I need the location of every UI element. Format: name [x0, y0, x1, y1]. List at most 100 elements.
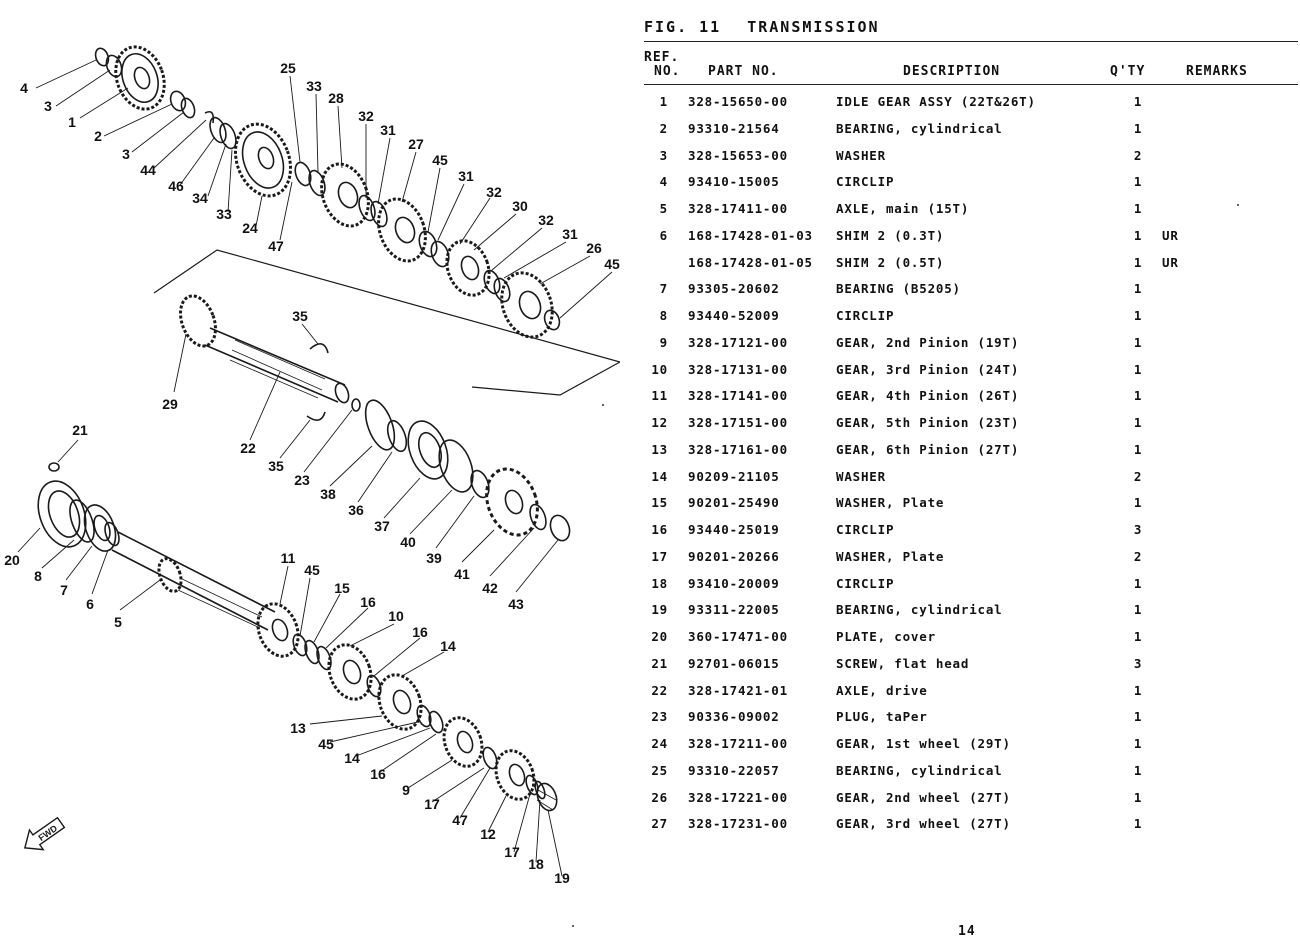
part-no-cell: 93310-21564	[688, 120, 780, 136]
qty-cell: 2	[1133, 147, 1143, 163]
callout-43: 43	[508, 596, 524, 612]
description-cell: BEARING, cylindrical	[836, 120, 1003, 136]
washer-36	[386, 419, 408, 453]
ref-cell: 4	[659, 174, 668, 190]
qty-cell: 1	[1133, 602, 1143, 618]
part-no-cell: 328-17151-00	[688, 415, 788, 430]
qty-cell: 1	[1133, 762, 1143, 778]
ref-cell: 6	[659, 227, 668, 243]
callout-12: 12	[480, 826, 496, 842]
callout-24: 24	[242, 220, 258, 236]
ref-cell: 25	[651, 762, 668, 778]
ref-cell: 23	[651, 709, 668, 725]
circlip-8	[69, 499, 95, 543]
callout-16: 16	[370, 766, 386, 782]
header-description: DESCRIPTION	[903, 64, 1001, 79]
figure-name: TRANSMISSION	[747, 18, 880, 36]
transmission-drawing: FWD	[17, 45, 620, 877]
qty-cell: 1	[1133, 94, 1143, 109]
ref-cell: 20	[651, 629, 668, 644]
part-no-cell: 93410-15005	[688, 174, 780, 190]
description-cell: CIRCLIP	[836, 308, 895, 323]
gear-9	[442, 716, 484, 768]
description-cell: GEAR, 4th Pinion (26T)	[836, 388, 1020, 404]
callout-3: 3	[44, 98, 52, 114]
part-no-cell: 328-17121-00	[688, 334, 788, 350]
description-cell: WASHER, Plate	[836, 548, 945, 564]
ref-cell: 21	[651, 655, 668, 671]
part-no-cell: 92701-06015	[688, 655, 780, 671]
callout-31: 31	[562, 226, 578, 242]
description-cell: BEARING, cylindrical	[836, 762, 1003, 778]
description-cell: SHIM 2 (0.5T)	[836, 254, 945, 270]
bearing-2	[169, 90, 187, 112]
callout-28: 28	[328, 90, 344, 106]
figure-number: FIG. 11	[644, 18, 722, 36]
washer-39	[470, 469, 490, 499]
gear-11	[256, 602, 300, 658]
main-axle-5	[111, 531, 276, 631]
description-cell: GEAR, 2nd Pinion (19T)	[836, 334, 1020, 350]
part-no-cell: 328-17161-00	[688, 441, 788, 457]
callout-33: 33	[306, 78, 322, 94]
circlip-35b	[306, 411, 326, 421]
washer-45b	[543, 309, 561, 331]
description-cell: WASHER	[836, 468, 886, 484]
callout-38: 38	[320, 486, 336, 502]
ref-cell: 15	[651, 495, 668, 511]
leader-lines	[17, 59, 613, 877]
part-no-cell: 93410-20009	[688, 575, 780, 591]
part-no-cell: 90201-20266	[688, 548, 780, 564]
callout-25: 25	[280, 60, 296, 76]
callout-31: 31	[458, 168, 474, 184]
callout-21: 21	[72, 422, 88, 438]
callout-35: 35	[292, 308, 308, 324]
callout-30: 30	[512, 198, 528, 214]
part-no-cell: 168-17428-01-03	[688, 227, 813, 243]
qty-cell: 1	[1133, 789, 1143, 805]
qty-cell: 1	[1133, 736, 1143, 751]
header-qty: Q'TY	[1110, 64, 1146, 79]
washer-34	[219, 122, 237, 150]
qty-cell: 1	[1133, 709, 1143, 725]
gear-24	[233, 122, 293, 198]
circlip-16b	[366, 674, 382, 698]
ref-cell: 24	[651, 736, 668, 751]
part-no-cell: 360-17471-00	[688, 629, 788, 644]
circlip-4	[94, 47, 110, 67]
ref-cell: 22	[651, 682, 668, 698]
header-rule	[644, 84, 1298, 85]
qty-cell: 1	[1133, 361, 1143, 377]
qty-cell: 1	[1133, 682, 1143, 698]
washer-45	[418, 230, 438, 258]
callout-47: 47	[268, 238, 284, 254]
qty-cell: 2	[1133, 468, 1143, 484]
ref-cell: 19	[651, 602, 668, 618]
callout-7: 7	[60, 582, 68, 598]
ref-cell: 10	[651, 361, 668, 377]
part-no-cell: 328-17231-00	[688, 816, 788, 832]
callout-16: 16	[360, 594, 376, 610]
ref-cell: 1	[659, 94, 668, 109]
part-no-cell: 328-17421-01	[688, 682, 788, 698]
callout-45: 45	[304, 562, 320, 578]
callout-18: 18	[528, 856, 544, 872]
ref-cell: 27	[651, 816, 668, 832]
part-no-cell: 93440-25019	[688, 522, 780, 537]
callout-23: 23	[294, 472, 310, 488]
callout-45: 45	[604, 256, 620, 272]
plate-cover-20	[37, 480, 87, 548]
header-part-no: PART NO.	[708, 64, 779, 79]
